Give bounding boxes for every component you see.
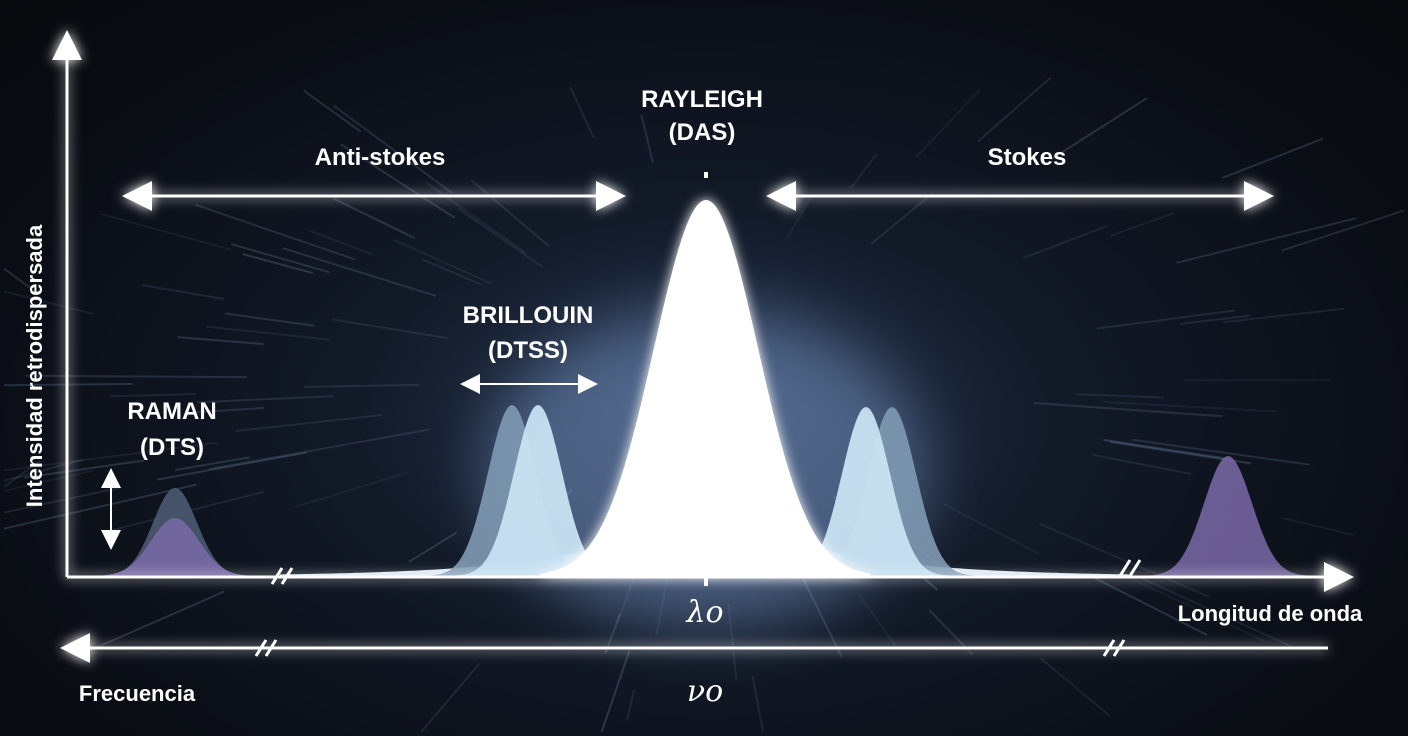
background-streak bbox=[3, 441, 218, 472]
raman-stokes-peak bbox=[1140, 456, 1310, 576]
background-streak bbox=[977, 76, 1052, 143]
background-streak bbox=[425, 181, 527, 255]
background-streak bbox=[303, 89, 362, 133]
background-streak bbox=[80, 590, 225, 656]
background-streak bbox=[156, 451, 307, 481]
background-streak bbox=[208, 428, 430, 471]
background-streak bbox=[333, 104, 453, 194]
background-streak bbox=[3, 486, 120, 514]
rayleigh-sublabel: (DAS) bbox=[669, 119, 736, 146]
stokes-label: Stokes bbox=[988, 144, 1067, 171]
background-streak bbox=[1076, 393, 1164, 399]
background-streak bbox=[331, 318, 448, 340]
background-streak bbox=[197, 395, 334, 404]
background-streak bbox=[109, 393, 197, 398]
background-streak bbox=[304, 383, 420, 388]
background-streak bbox=[174, 456, 251, 471]
background-streak bbox=[600, 650, 631, 733]
background-streak bbox=[1023, 224, 1108, 260]
background-streak bbox=[1131, 438, 1310, 466]
background-streak bbox=[141, 284, 225, 300]
background-streak bbox=[1138, 576, 1298, 651]
background-streak bbox=[196, 406, 264, 414]
x-axis-label: Longitud de onda bbox=[1178, 601, 1363, 626]
background-streak bbox=[1176, 217, 1357, 264]
background-streak bbox=[3, 267, 35, 292]
background-streak bbox=[915, 88, 981, 158]
brillouin-anti-stokes-peak bbox=[450, 405, 620, 576]
raman-anti-stokes-peak bbox=[95, 518, 260, 576]
rayleigh-peak bbox=[540, 200, 870, 576]
background-streak bbox=[177, 336, 264, 346]
background-streak bbox=[294, 471, 407, 509]
background-streak bbox=[242, 253, 314, 275]
brillouin-label: BRILLOUIN bbox=[463, 302, 594, 329]
background-streak bbox=[1039, 657, 1111, 717]
background-streak bbox=[1281, 209, 1405, 252]
background-streak bbox=[1034, 402, 1223, 418]
frequency-axis-label: Frecuencia bbox=[79, 681, 196, 706]
background-streak bbox=[1103, 438, 1225, 460]
y-axis-label: Intensidad retrodispersada bbox=[22, 224, 47, 507]
background-streak bbox=[408, 531, 458, 563]
background-streak bbox=[1110, 212, 1175, 237]
raman-label: RAMAN bbox=[127, 398, 216, 425]
background-streak bbox=[3, 460, 41, 488]
background-streak bbox=[24, 459, 145, 479]
raman-sublabel: (DTS) bbox=[140, 434, 204, 461]
background-streak bbox=[333, 197, 416, 239]
lambda0-label: λo bbox=[685, 595, 723, 630]
background-streak bbox=[1049, 97, 1148, 161]
background-streak bbox=[870, 192, 934, 245]
background-streak bbox=[1221, 137, 1324, 179]
background-streak bbox=[231, 243, 330, 274]
background-streak bbox=[626, 689, 636, 721]
background-streak bbox=[25, 374, 247, 379]
background-streak bbox=[849, 153, 878, 190]
background-streak bbox=[1222, 307, 1344, 324]
background-streak bbox=[282, 247, 437, 297]
background-streak bbox=[225, 312, 315, 327]
nu0-label: νo bbox=[687, 674, 723, 709]
background-streak bbox=[100, 212, 232, 251]
background-streak bbox=[569, 86, 595, 138]
rayleigh-label: RAYLEIGH bbox=[641, 86, 763, 113]
background-streak bbox=[235, 414, 383, 432]
background-streak bbox=[3, 458, 83, 482]
background-streak bbox=[1093, 576, 1208, 636]
background-streak bbox=[1096, 309, 1235, 330]
background-streak bbox=[1092, 453, 1192, 475]
background-streak bbox=[393, 238, 492, 285]
background-streak bbox=[1103, 401, 1277, 413]
axis-break-marks bbox=[254, 559, 1142, 657]
brillouin-sublabel: (DTSS) bbox=[488, 337, 568, 364]
background-streak bbox=[1039, 522, 1210, 598]
background-streak bbox=[194, 203, 355, 261]
background-streak bbox=[1113, 569, 1265, 642]
brillouin-stokes-peak bbox=[780, 407, 950, 576]
background-streak bbox=[457, 207, 544, 268]
background-streak bbox=[751, 675, 765, 733]
background-streak bbox=[1282, 517, 1355, 537]
background-streak bbox=[3, 483, 197, 530]
background-streak bbox=[943, 503, 1040, 555]
background-streak bbox=[786, 195, 813, 238]
background-streak bbox=[206, 325, 330, 341]
background-streak bbox=[420, 662, 481, 733]
background-streak bbox=[3, 469, 94, 492]
anti-stokes-label: Anti-stokes bbox=[315, 144, 446, 171]
background-streak bbox=[640, 114, 654, 164]
background-streak bbox=[309, 229, 373, 256]
background-streak bbox=[470, 179, 550, 248]
background-streak bbox=[1180, 314, 1251, 325]
background-streak bbox=[421, 258, 482, 286]
background-streak bbox=[3, 290, 94, 315]
background-streak bbox=[858, 594, 898, 648]
